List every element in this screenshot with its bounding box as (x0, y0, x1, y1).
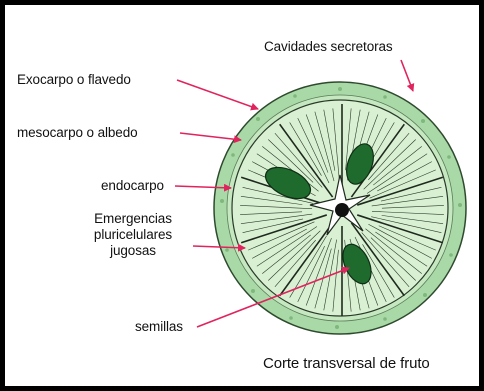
label-emergencias-line2: pluricelulares (75, 227, 191, 243)
arrow-mesocarpo (180, 133, 241, 140)
label-emergencias-line1: Emergencias (75, 211, 191, 227)
label-cavidades-secretoras: Cavidades secretoras (264, 39, 393, 55)
arrow-exocarpo (177, 80, 258, 109)
caption: Corte transversal de fruto (263, 356, 430, 372)
fruit-cross-section-diagram (5, 5, 479, 386)
label-emergencias-group: Emergencias pluricelulares jugosas (75, 211, 191, 259)
label-exocarpo: Exocarpo o flavedo (17, 72, 131, 88)
arrow-cavidades (401, 60, 413, 91)
label-semillas: semillas (135, 319, 183, 335)
label-emergencias-line3: jugosas (75, 243, 191, 259)
label-endocarpo: endocarpo (101, 178, 164, 194)
label-mesocarpo: mesocarpo o albedo (17, 125, 138, 141)
